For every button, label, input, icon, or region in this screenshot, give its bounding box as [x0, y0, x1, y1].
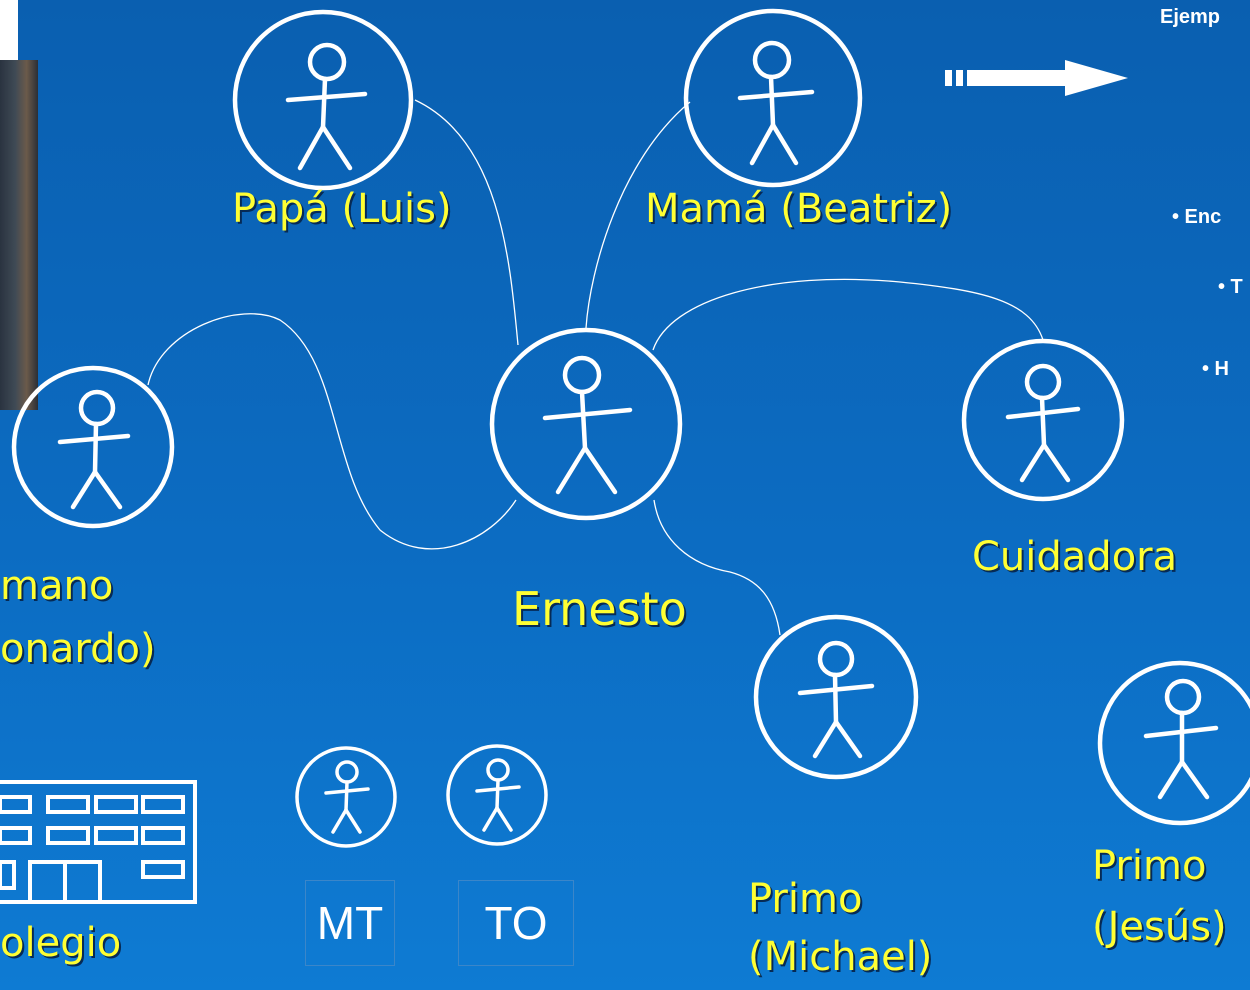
label-primo-jesus-line1: Primo — [1092, 843, 1207, 889]
connector-cuidadora-ernesto — [652, 278, 1044, 351]
label-hermano-line1: mano — [0, 563, 114, 609]
connector-mama-ernesto — [585, 101, 691, 329]
person-icon-mt — [295, 746, 397, 848]
person-icon-cuidadora — [961, 338, 1125, 502]
arrow-right-icon — [945, 60, 1128, 96]
school-building-icon — [0, 780, 197, 904]
person-icon-mama — [683, 8, 863, 188]
label-ernesto: Ernesto — [512, 582, 687, 636]
box-mt: MT — [305, 880, 395, 966]
slide-title-fragment: Ejemp — [1160, 6, 1221, 28]
side-bullet-2: • T — [1218, 276, 1243, 298]
person-icon-primo-jesus — [1097, 660, 1250, 826]
connector-michael-ernesto — [653, 499, 781, 636]
person-icon-hermano — [11, 365, 175, 529]
label-mama: Mamá (Beatriz) — [645, 186, 953, 232]
label-primo-jesus-line2: (Jesús) — [1092, 904, 1227, 950]
person-icon-papa — [232, 9, 414, 191]
photo-fragment — [0, 60, 38, 410]
side-bullet-3: • H — [1202, 358, 1230, 380]
label-primo-michael-line2: (Michael) — [748, 934, 933, 980]
connector-hermano-ernesto — [147, 313, 517, 550]
label-cuidadora: Cuidadora — [972, 534, 1178, 580]
side-bullet-1: • Enc — [1172, 206, 1222, 228]
photo-white-corner — [0, 0, 18, 62]
connector-papa-ernesto — [414, 99, 519, 346]
label-papa: Papá (Luis) — [232, 186, 452, 232]
box-to: TO — [458, 880, 574, 966]
person-icon-ernesto — [489, 327, 683, 521]
label-primo-michael-line1: Primo — [748, 876, 863, 922]
label-colegio: olegio — [0, 920, 122, 966]
person-icon-to — [446, 744, 548, 846]
person-icon-primo-michael — [753, 614, 919, 780]
label-hermano-line2: onardo) — [0, 626, 156, 672]
